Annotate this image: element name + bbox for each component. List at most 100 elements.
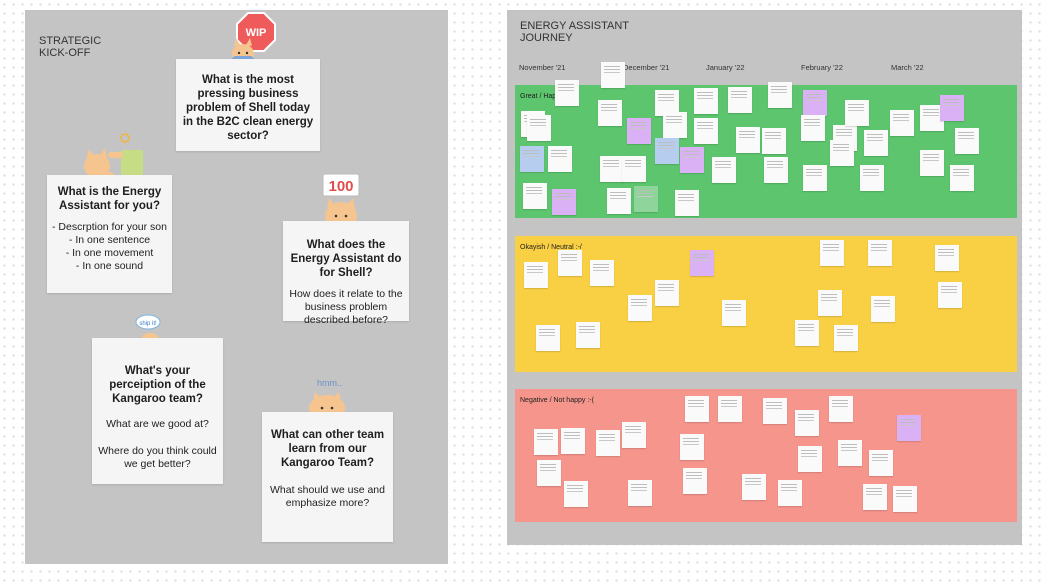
sticky-note[interactable] (680, 147, 704, 173)
sticky-note[interactable] (722, 300, 746, 326)
sticky-note[interactable] (558, 250, 582, 276)
sticky-note[interactable] (871, 296, 895, 322)
card-question: What is the most pressing business probl… (182, 74, 314, 142)
sticky-note[interactable] (655, 90, 679, 116)
zone-label: Okayish / Neutral :-/ (520, 244, 582, 251)
sticky-note[interactable] (869, 450, 893, 476)
frame-title: ENERGY ASSISTANT JOURNEY (520, 20, 630, 44)
sticky-note[interactable] (935, 245, 959, 271)
sticky-note[interactable] (768, 82, 792, 108)
sticky-note[interactable] (955, 128, 979, 154)
sticky-note[interactable] (576, 322, 600, 348)
sticky-note[interactable] (736, 127, 760, 153)
sticky-note[interactable] (694, 88, 718, 114)
sticky-note[interactable] (683, 468, 707, 494)
sticky-note[interactable] (803, 165, 827, 191)
sticky-note[interactable] (718, 396, 742, 422)
zone-okayish[interactable]: Okayish / Neutral :-/ (515, 236, 1017, 372)
sticky-note[interactable] (940, 95, 964, 121)
sticky-note[interactable] (537, 460, 561, 486)
sticky-note[interactable] (803, 90, 827, 116)
sticky-note[interactable] (655, 138, 679, 164)
sticky-note[interactable] (628, 480, 652, 506)
sticky-note[interactable] (818, 290, 842, 316)
sticky-note[interactable] (838, 440, 862, 466)
sticky-note[interactable] (834, 325, 858, 351)
sticky-note[interactable] (628, 295, 652, 321)
ship-it-label: ship it! (139, 321, 157, 327)
sticky-note[interactable] (663, 112, 687, 138)
sticky-note[interactable] (690, 250, 714, 276)
sticky-note[interactable] (685, 396, 709, 422)
card-subtext: - Descrption for your son - In one sente… (52, 221, 167, 272)
sticky-note[interactable] (830, 140, 854, 166)
sticky-note[interactable] (863, 484, 887, 510)
sticky-note[interactable] (600, 156, 624, 182)
sticky-note[interactable] (728, 87, 752, 113)
sticky-note[interactable] (763, 398, 787, 424)
sticky-note[interactable] (536, 325, 560, 351)
sticky-note[interactable] (555, 80, 579, 106)
sticky-note[interactable] (520, 146, 544, 172)
sticky-note[interactable] (607, 188, 631, 214)
sticky-note[interactable] (680, 434, 704, 460)
sticky-note[interactable] (920, 150, 944, 176)
wip-label: WIP (246, 27, 267, 39)
card-subtext: How does it relate to the business probl… (289, 288, 403, 326)
sticky-note[interactable] (548, 146, 572, 172)
sticky-note[interactable] (897, 415, 921, 441)
sticky-note[interactable] (860, 165, 884, 191)
sticky-note[interactable] (798, 446, 822, 472)
sticky-note[interactable] (655, 280, 679, 306)
month-label: November '21 (519, 63, 566, 72)
sticky-note[interactable] (890, 110, 914, 136)
sticky-note[interactable] (598, 100, 622, 126)
sticky-note[interactable] (534, 429, 558, 455)
strategic-kickoff-frame[interactable]: STRATEGIC KICK-OFF WIP What is the most … (25, 10, 448, 564)
sticky-note[interactable] (845, 100, 869, 126)
sticky-note[interactable] (938, 282, 962, 308)
card-kangaroo-perception[interactable]: What's your perceiption of the Kangaroo … (92, 338, 223, 484)
month-label: January '22 (706, 63, 745, 72)
sticky-note[interactable] (590, 260, 614, 286)
hundred-label: 100 (328, 178, 353, 195)
month-label: March '22 (891, 63, 924, 72)
sticky-note[interactable] (868, 240, 892, 266)
sticky-note[interactable] (564, 481, 588, 507)
sticky-note[interactable] (893, 486, 917, 512)
card-team-learnings[interactable]: What can other team learn from our Kanga… (262, 412, 393, 542)
sticky-note[interactable] (694, 118, 718, 144)
sticky-note[interactable] (764, 157, 788, 183)
sticky-note[interactable] (634, 186, 658, 212)
sticky-note[interactable] (762, 128, 786, 154)
sticky-note[interactable] (675, 190, 699, 216)
sticky-note[interactable] (523, 183, 547, 209)
sticky-note[interactable] (622, 422, 646, 448)
sticky-note[interactable] (552, 189, 576, 215)
sticky-note[interactable] (561, 428, 585, 454)
sticky-note[interactable] (742, 474, 766, 500)
card-energy-assistant-for-you[interactable]: What is the Energy Assistant for you? - … (47, 175, 172, 293)
month-label: February '22 (801, 63, 843, 72)
card-question: What is the Energy Assistant for you? (57, 186, 162, 212)
sticky-note[interactable] (820, 240, 844, 266)
sticky-note[interactable] (627, 118, 651, 144)
card-subtext-2: Where do you think could we get better? (98, 445, 217, 470)
zone-label: Great / Happy :-) (520, 93, 573, 100)
sticky-note[interactable] (950, 165, 974, 191)
card-business-problem[interactable]: What is the most pressing business probl… (176, 59, 320, 151)
sticky-note[interactable] (712, 157, 736, 183)
sticky-note[interactable] (622, 156, 646, 182)
sticky-note[interactable] (596, 430, 620, 456)
sticky-note[interactable] (801, 115, 825, 141)
sticky-note[interactable] (601, 62, 625, 88)
sticky-note[interactable] (778, 480, 802, 506)
card-energy-assistant-for-shell[interactable]: What does the Energy Assistant do for Sh… (283, 221, 409, 326)
card-question: What can other team learn from our Kanga… (270, 429, 385, 469)
sticky-note[interactable] (864, 130, 888, 156)
sticky-note[interactable] (527, 115, 551, 141)
sticky-note[interactable] (524, 262, 548, 288)
sticky-note[interactable] (795, 410, 819, 436)
sticky-note[interactable] (829, 396, 853, 422)
sticky-note[interactable] (795, 320, 819, 346)
